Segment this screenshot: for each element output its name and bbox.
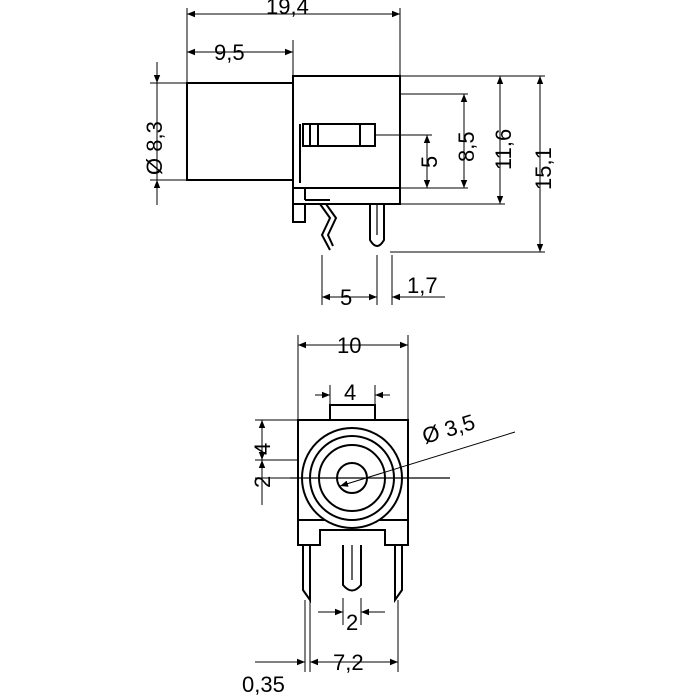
dim-2-pin: 2 [346,610,358,635]
dim-10: 10 [337,333,361,358]
side-view: 19,4 9,5 Ø 8,3 5 8,5 11,6 15,1 [142,0,556,310]
cylinder-body [186,82,295,181]
left-leg [292,204,306,223]
dim-dia-8-3: Ø 8,3 [142,121,167,175]
dim-19-4: 19,4 [266,0,309,19]
dim-1-7: 1,7 [407,273,438,298]
dim-dia-3-5: Ø 3,5 [419,409,478,449]
dim-7-2: 7,2 [333,650,364,675]
round-pin [369,204,385,247]
dim-5-vertical: 5 [417,156,442,168]
right-pin [394,545,403,604]
front-base [297,520,409,546]
dim-4-horizontal: 4 [344,380,356,405]
bent-pin [319,203,338,251]
dim-8-5: 8,5 [454,131,479,162]
dim-11-6: 11,6 [491,129,516,170]
front-view: 10 4 4 2 Ø 3,5 2 7,2 0,35 [242,333,516,697]
center-pin [342,545,362,592]
left-pin [302,545,311,604]
dim-0-35: 0,35 [242,672,285,697]
dim-4-vertical: 4 [250,443,275,455]
dim-15-1: 15,1 [531,147,556,190]
flange [292,187,401,205]
dim-9-5: 9,5 [214,40,245,65]
dim-5-pin: 5 [340,285,352,310]
dim-2-vertical: 2 [250,476,275,488]
